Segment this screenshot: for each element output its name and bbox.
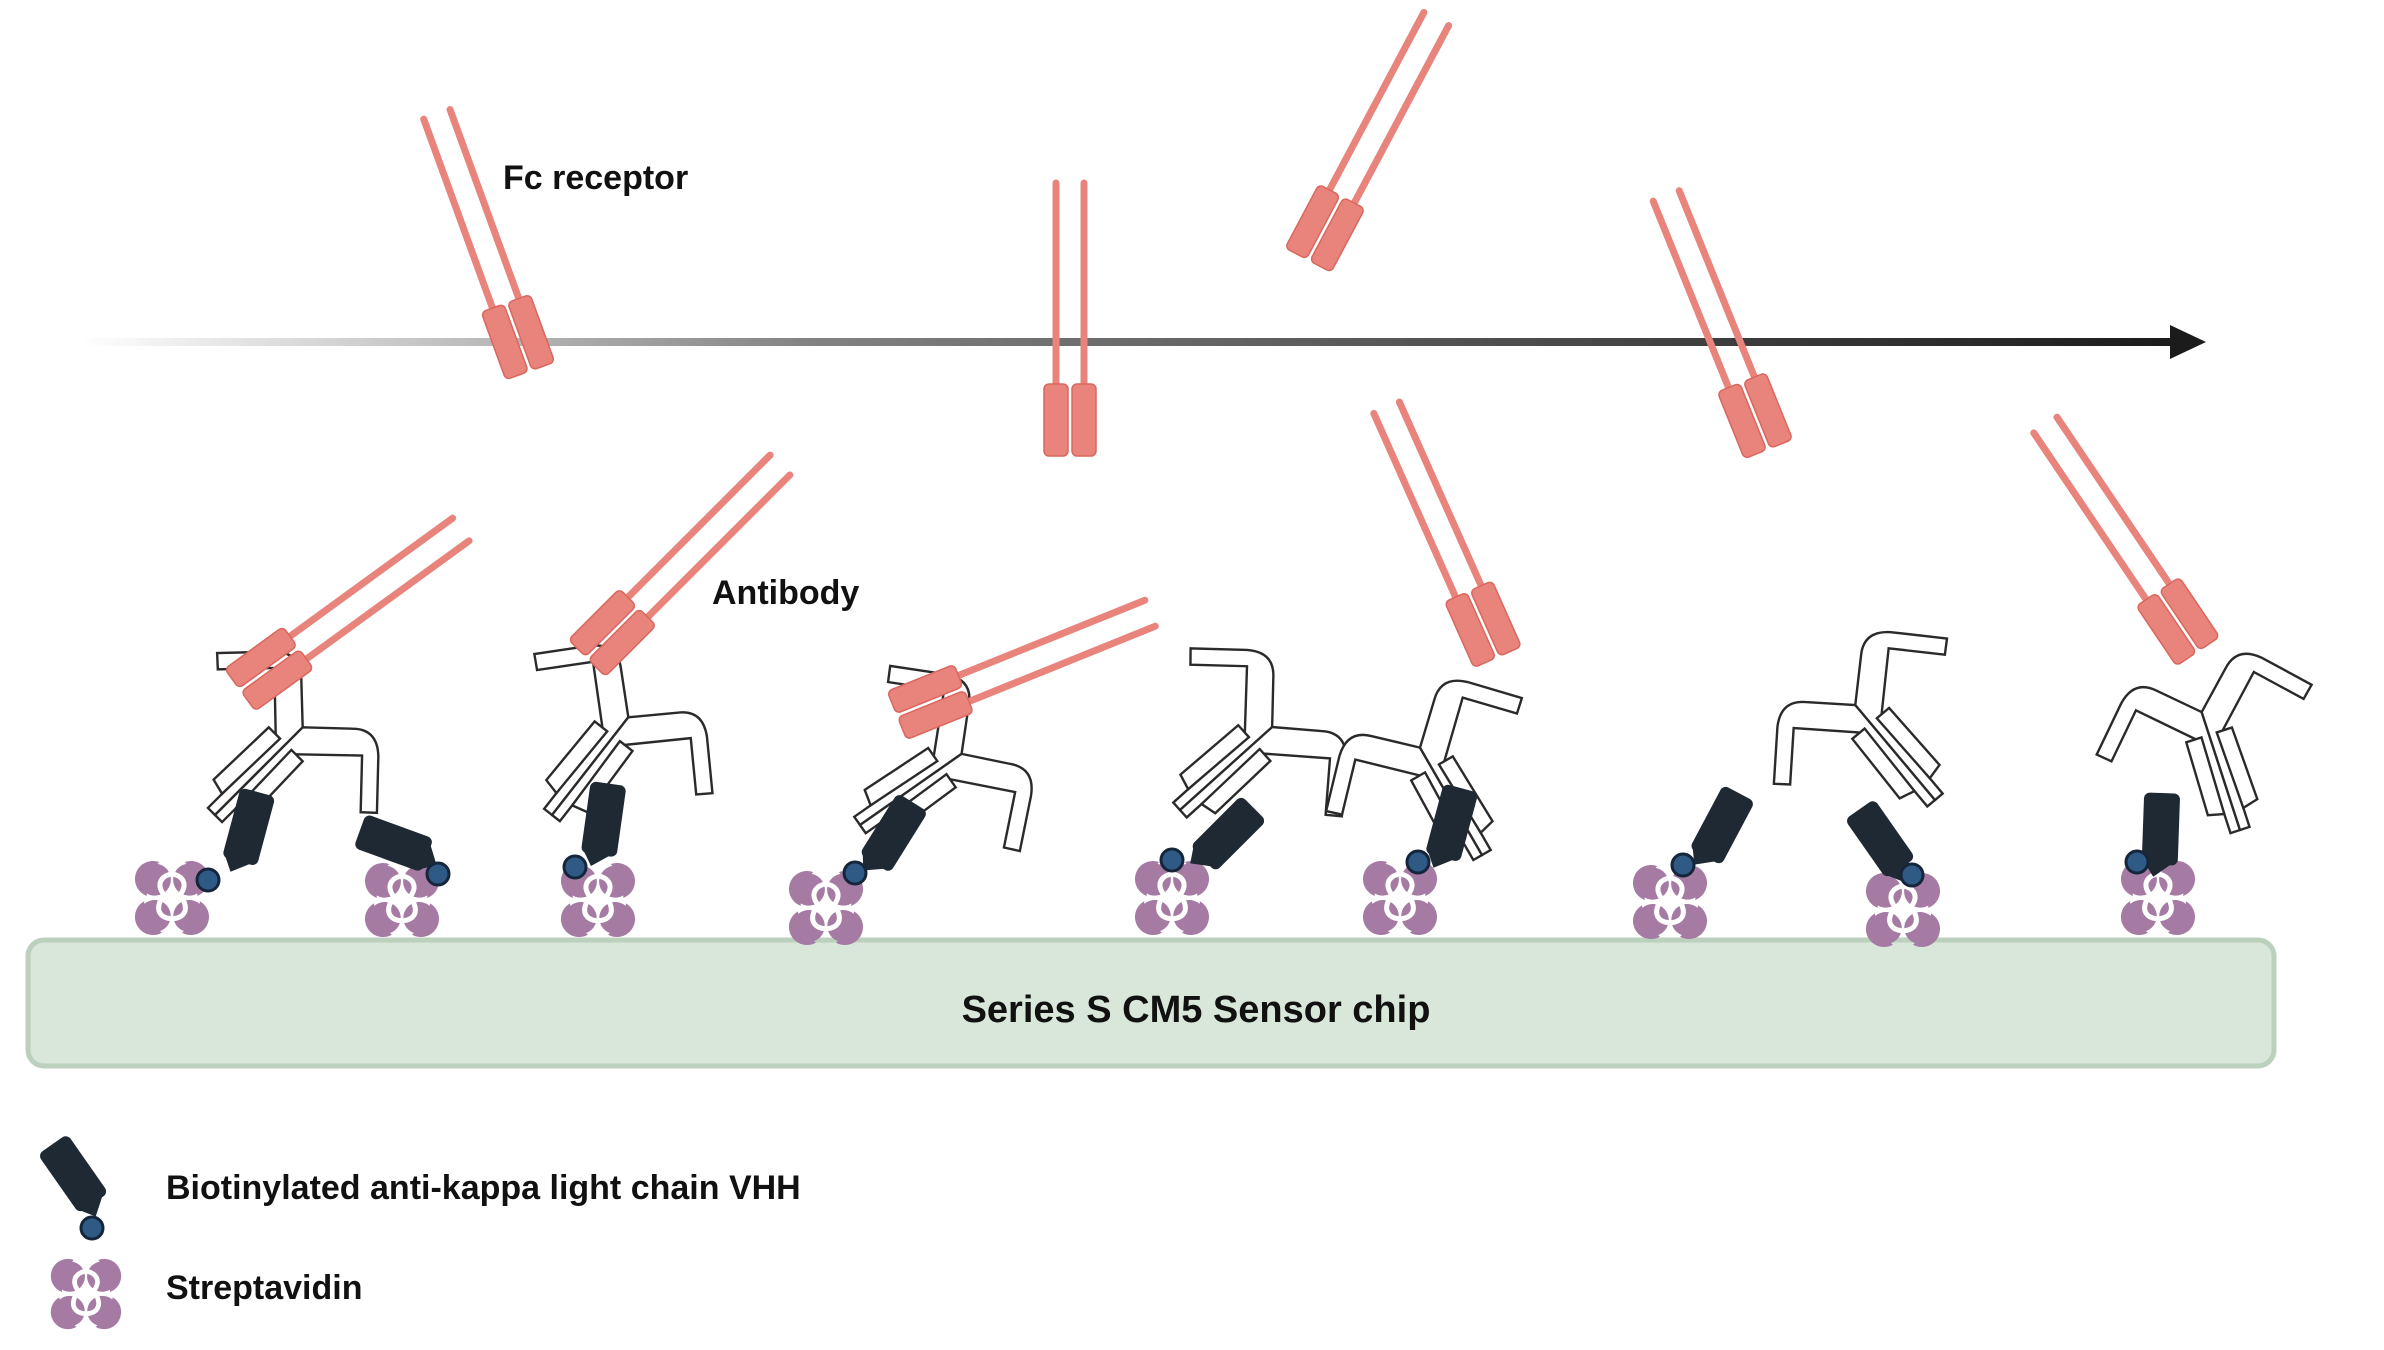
fc-receptor-icon	[412, 7, 1792, 459]
biotin-icon	[195, 847, 2150, 893]
legend-vhh-icon	[37, 1133, 116, 1241]
legend-streptavidin-label: Streptavidin	[166, 1269, 362, 1307]
bound-fc-receptor-icon	[225, 397, 2220, 739]
sensor-chip-label: Series S CM5 Sensor chip	[962, 989, 1431, 1031]
fc-receptor-label: Fc receptor	[503, 159, 688, 197]
sensor-chip: Series S CM5 Sensor chip	[25, 937, 2277, 1069]
legend-streptavidin-icon	[45, 1254, 128, 1335]
legend: Biotinylated anti-kappa light chain VHH …	[37, 1133, 801, 1336]
antibody-icon	[133, 598, 2349, 919]
legend-vhh-label: Biotinylated anti-kappa light chain VHH	[166, 1169, 801, 1207]
time-arrow-icon	[80, 325, 2206, 359]
antibody-label: Antibody	[712, 574, 859, 612]
